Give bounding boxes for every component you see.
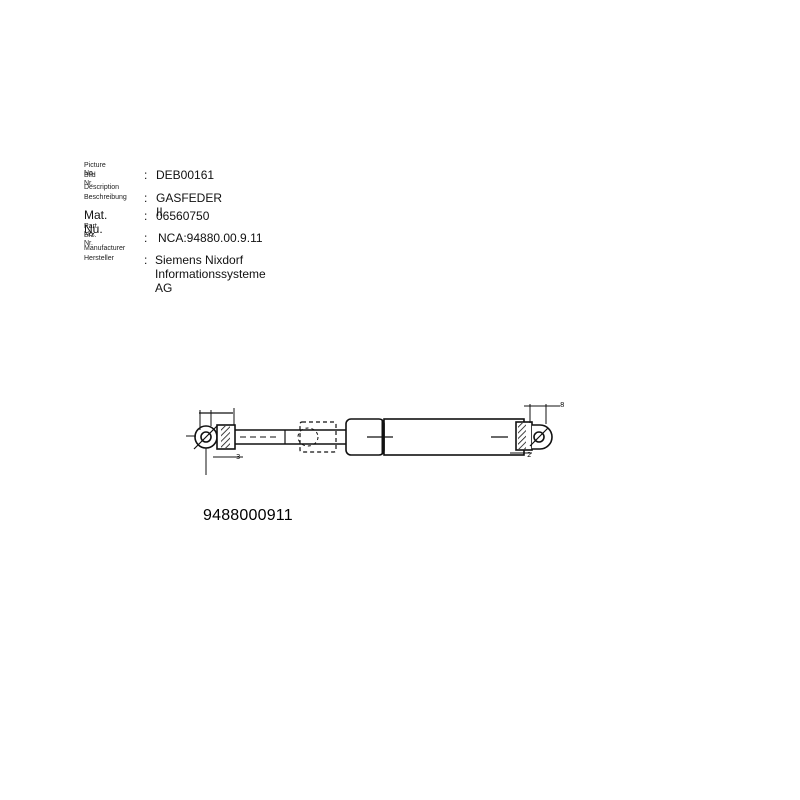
- picture-no-label-de: Bild Nr.: [84, 172, 96, 187]
- part-no-label-de: Erz. Nr.: [84, 232, 97, 247]
- right-eye-fitting: [510, 404, 560, 454]
- colon: :: [144, 209, 148, 223]
- dimension-label: 3: [236, 453, 240, 461]
- colon: :: [144, 191, 148, 205]
- manufacturer-label-de: Hersteller: [84, 255, 114, 262]
- description-label-de: Beschreibung: [84, 194, 127, 201]
- colon: :: [144, 231, 148, 245]
- left-eye-fitting: [186, 408, 243, 475]
- part-no-value: NCA:94880.00.9.11: [158, 231, 263, 245]
- colon: :: [144, 253, 148, 267]
- part-number-caption: 9488000911: [203, 507, 293, 524]
- description-value: GASFEDER II: [156, 191, 223, 219]
- piston-rod: [235, 421, 346, 453]
- dimension-label: 2: [527, 451, 531, 459]
- dimension-label: 8: [560, 401, 564, 409]
- part-no-label-en: Part. No.: [84, 223, 99, 238]
- manufacturer-label-en: Manufacturer: [84, 245, 126, 252]
- manufacturer-value: Siemens Nixdorf Informationssysteme AG: [155, 253, 266, 295]
- description-label-en: Description: [84, 184, 120, 191]
- picture-no-value: DEB00161: [156, 168, 215, 182]
- colon: :: [144, 168, 148, 182]
- mat-nu-label: Mat. Nu.: [84, 208, 108, 236]
- picture-no-label-en: Picture No.: [84, 162, 106, 177]
- cylinder-body: [345, 418, 525, 456]
- mat-nu-value: 06560750: [156, 209, 210, 223]
